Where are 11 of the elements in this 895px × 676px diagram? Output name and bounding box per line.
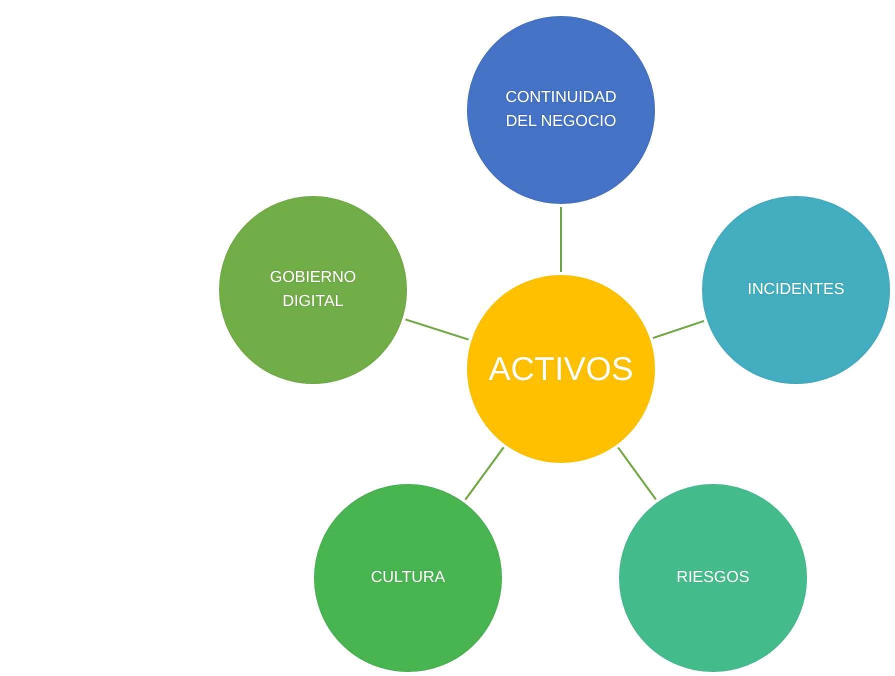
connector-line (652, 320, 704, 340)
topic-label: INCIDENTES (748, 280, 844, 300)
connector-line (560, 207, 562, 272)
connector-line (405, 318, 469, 341)
topic-label: CONTINUIDAD DEL NEGOCIO (504, 88, 618, 132)
connector-line (617, 446, 657, 500)
topic-label: CULTURA (370, 568, 446, 588)
topic-label: GOBIERNO DIGITAL (268, 268, 358, 312)
connector-line (464, 446, 505, 500)
topic-label: RIESGOS (676, 568, 750, 588)
hub-label: ACTIVOS (488, 349, 634, 390)
